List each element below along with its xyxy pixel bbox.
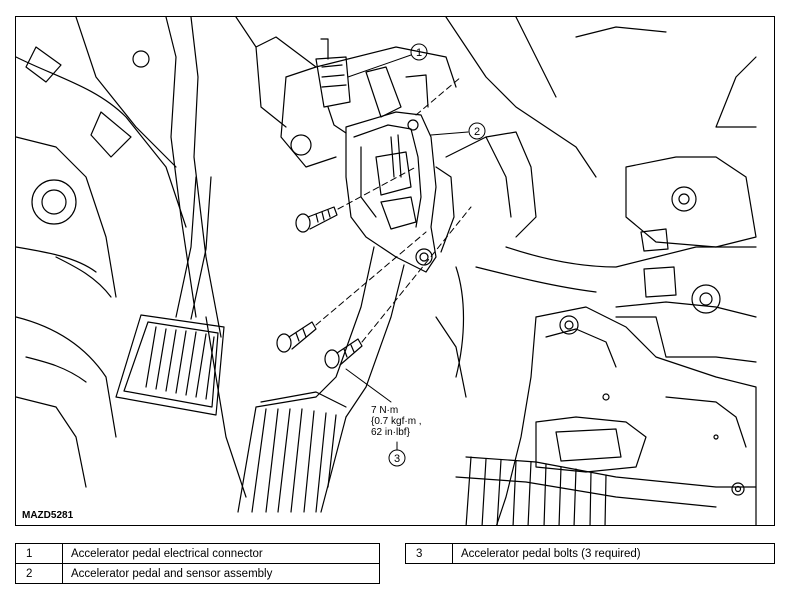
torque-spec: 7 N·m {0.7 kgf·m , 62 in·lbf}: [371, 405, 422, 438]
bolts: [276, 76, 472, 369]
legend-table-left: 1 Accelerator pedal electrical connector…: [15, 543, 380, 584]
callout-number-2: 2: [474, 126, 480, 138]
legend-table-right: 3 Accelerator pedal bolts (3 required): [405, 543, 775, 564]
electrical-connector: [315, 38, 351, 134]
upper-bracket: [280, 46, 457, 168]
pedal-diagram-drawing: 1 2 3: [16, 17, 757, 525]
exploded-view-figure: 1 2 3 7 N·m {0.7 kgf·m , 62 in·lbf} MAZD…: [15, 16, 775, 526]
legend-number: 1: [15, 543, 63, 564]
table-row: 3 Accelerator pedal bolts (3 required): [405, 543, 775, 564]
table-row: 1 Accelerator pedal electrical connector: [15, 543, 380, 564]
callout-circle-1: [410, 43, 428, 61]
bolt-middle: [276, 321, 317, 353]
torque-spec-line3: 62 in·lbf}: [371, 427, 410, 438]
callouts: [345, 43, 486, 467]
bolt-lower: [324, 338, 363, 369]
right-structure: [435, 17, 757, 398]
legend-description: Accelerator pedal and sensor assembly: [62, 563, 380, 584]
pedal-sensor-assembly: [345, 111, 455, 273]
callout-number-3: 3: [394, 453, 400, 465]
callout-circle-2: [468, 122, 486, 140]
figure-id-label: MAZD5281: [22, 510, 74, 521]
legend-number: 2: [15, 563, 63, 584]
torque-spec-line1: 7 N·m: [371, 405, 399, 416]
legend-description: Accelerator pedal electrical connector: [62, 543, 380, 564]
table-row: 2 Accelerator pedal and sensor assembly: [15, 563, 380, 584]
torque-spec-line2: {0.7 kgf·m ,: [371, 416, 422, 427]
legend-description: Accelerator pedal bolts (3 required): [452, 543, 775, 564]
legend-number: 3: [405, 543, 453, 564]
brake-pedal: [115, 176, 225, 416]
bolt-upper: [295, 206, 338, 233]
accelerator-pedal: [237, 246, 405, 513]
callout-number-1: 1: [416, 47, 422, 59]
left-structure: [16, 17, 317, 498]
lower-bracket: [455, 306, 757, 525]
